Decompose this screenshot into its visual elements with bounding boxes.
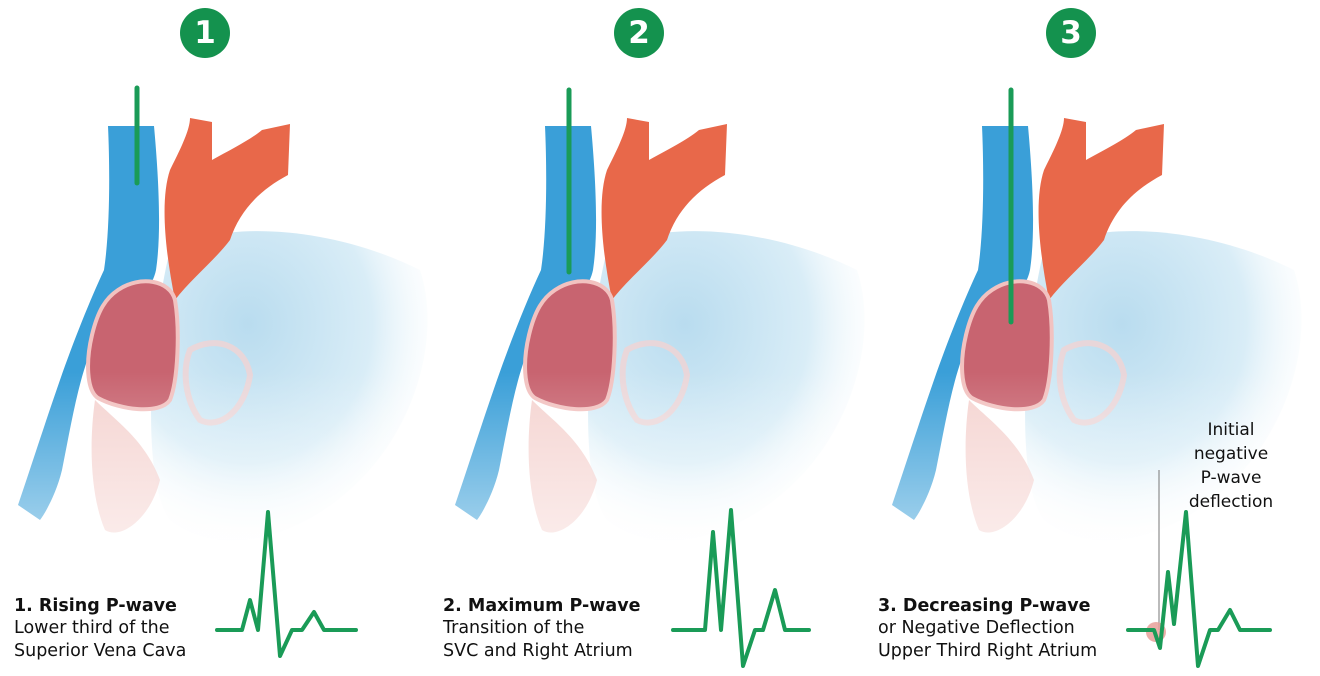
step-panel-2: 2 2. Maximum P-wave Transition of the SV…: [437, 0, 877, 676]
step-caption: 3. Decreasing P-wave or Negative Deflect…: [878, 595, 1097, 663]
heart-illustration-2: [437, 0, 877, 676]
annotation-label: Initial negative P-wave deflection: [1187, 418, 1276, 514]
step-line: Superior Vena Cava: [14, 640, 186, 663]
step-title: 3. Decreasing P-wave: [878, 595, 1097, 618]
step-line: SVC and Right Atrium: [443, 640, 640, 663]
step-panel-3: 3 3. Decreasing P-wave or Negative Defle…: [874, 0, 1314, 676]
step-line: Upper Third Right Atrium: [878, 640, 1097, 663]
step-title: 2. Maximum P-wave: [443, 595, 640, 618]
step-title: 1. Rising P-wave: [14, 595, 186, 618]
annotation-line-1: Initial negative: [1187, 418, 1276, 466]
step-number-badge: 3: [1046, 8, 1096, 58]
step-line: Lower third of the: [14, 617, 186, 640]
heart-illustration-3: [874, 0, 1320, 676]
step-number-badge: 1: [180, 8, 230, 58]
step-panel-1: 1 1. Rising P-wave Lower third of the Su…: [0, 0, 440, 676]
step-number-badge: 2: [614, 8, 664, 58]
step-caption: 1. Rising P-wave Lower third of the Supe…: [14, 595, 186, 663]
heart-illustration-1: [0, 0, 440, 676]
step-line: or Negative Deflection: [878, 617, 1097, 640]
annotation-line-2: P-wave deflection: [1187, 466, 1276, 514]
step-caption: 2. Maximum P-wave Transition of the SVC …: [443, 595, 640, 663]
step-line: Transition of the: [443, 617, 640, 640]
